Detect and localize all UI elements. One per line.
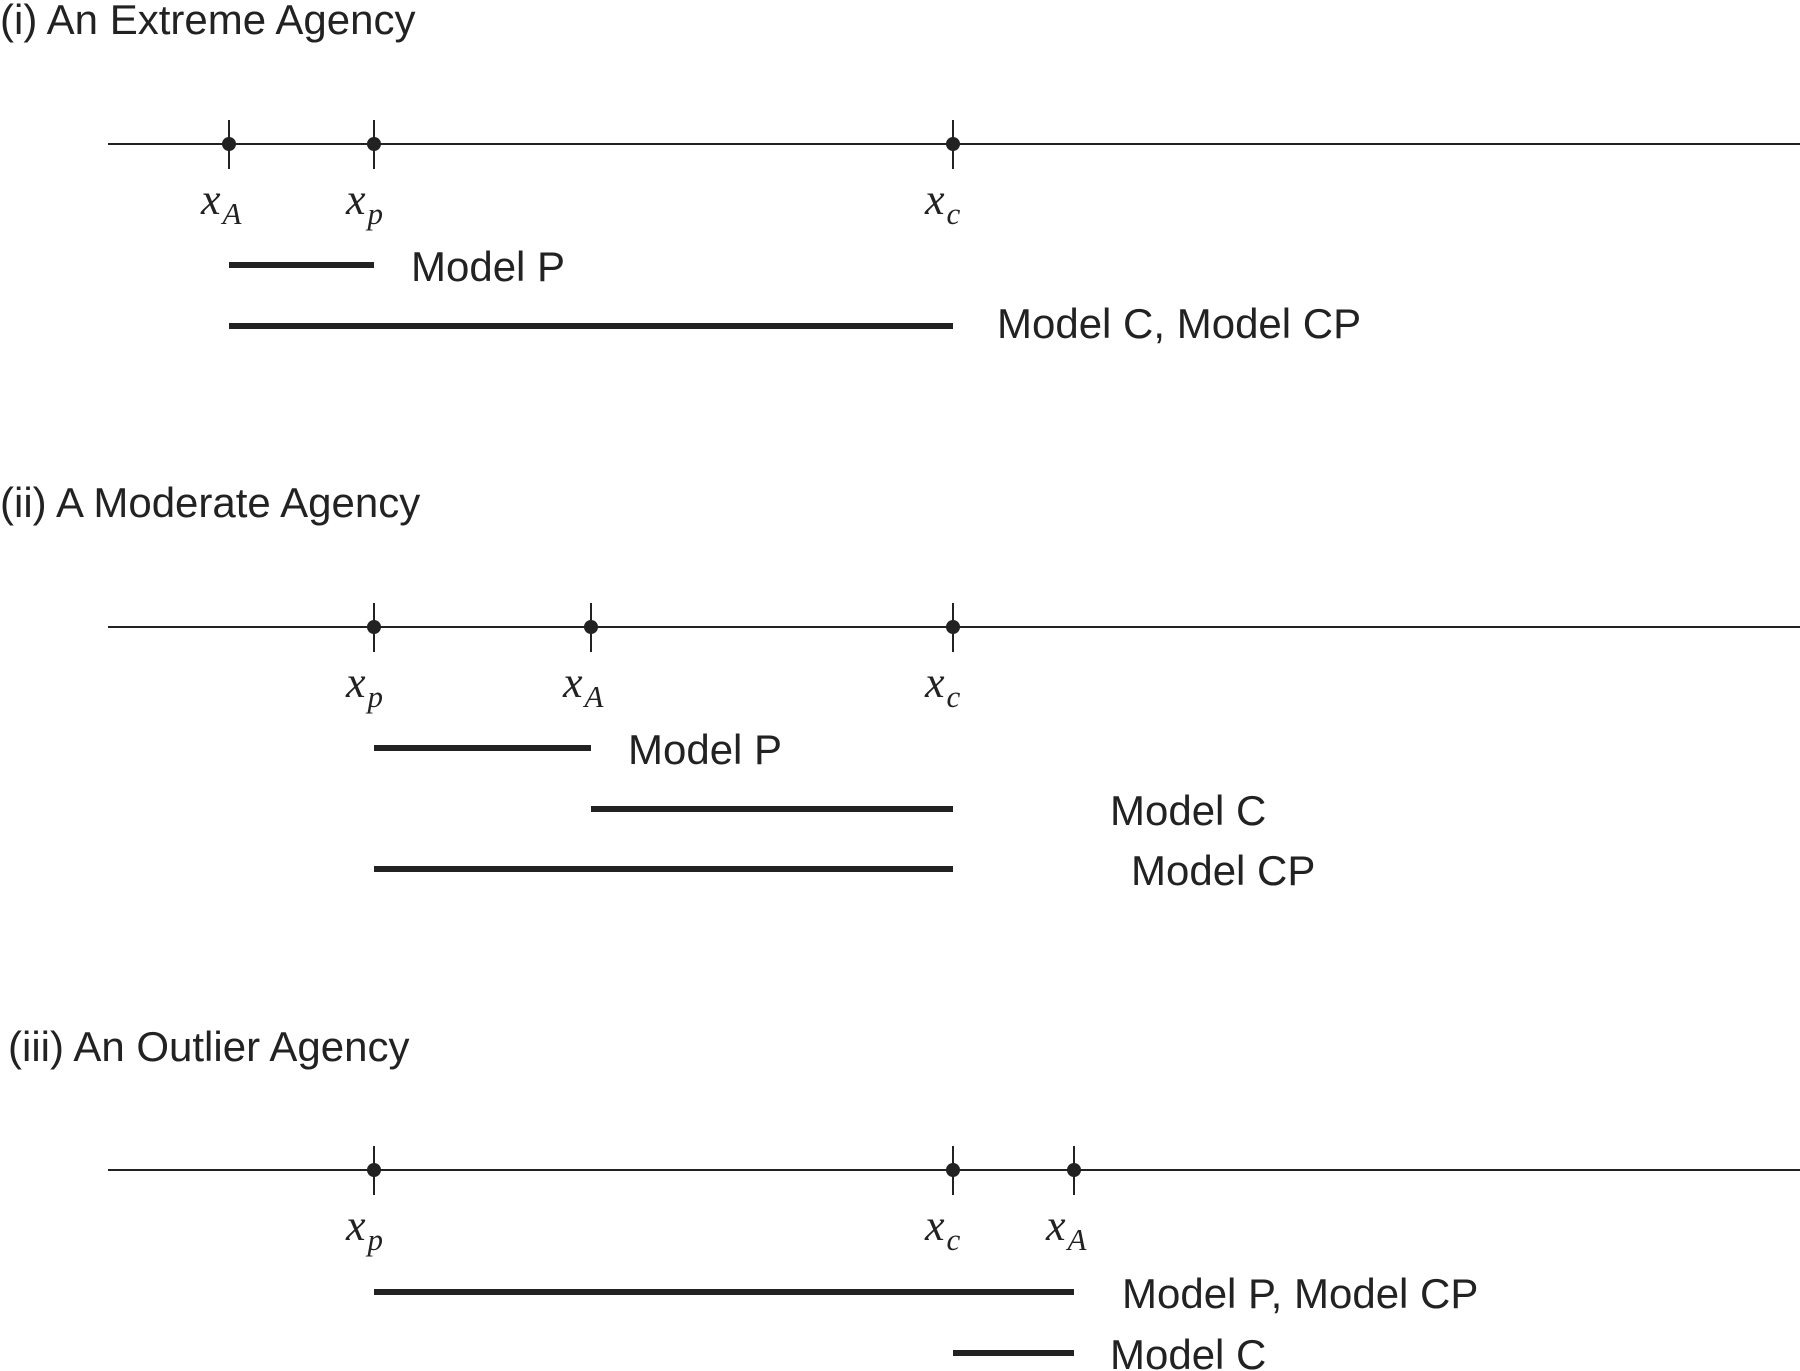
model-range-label: Model CP <box>1131 847 1315 894</box>
point-x-c: xc <box>924 1146 961 1257</box>
point-x-p: xp <box>345 1146 383 1257</box>
model-range-label: Model P <box>628 726 782 773</box>
point-label-base: x <box>924 1201 945 1250</box>
point-label-subscript: p <box>366 196 384 231</box>
point-marker <box>222 137 236 151</box>
point-x-c: xc <box>924 603 961 714</box>
point-marker <box>584 620 598 634</box>
point-label-base: x <box>345 1201 366 1250</box>
panel-title: (i) An Extreme Agency <box>0 0 416 43</box>
point-marker <box>367 1163 381 1177</box>
point-label: xp <box>345 175 383 231</box>
model-range: Model CP <box>374 847 1315 894</box>
model-range-label: Model C, Model CP <box>997 300 1361 347</box>
point-x-c: xc <box>924 120 961 231</box>
point-label-subscript: A <box>221 196 243 231</box>
point-label-base: x <box>1045 1201 1066 1250</box>
point-marker <box>367 137 381 151</box>
model-range-label: Model C <box>1110 1331 1266 1371</box>
point-x-p: xp <box>345 603 383 714</box>
point-label-subscript: A <box>1066 1222 1088 1257</box>
point-x-A: xA <box>200 120 243 231</box>
point-label: xc <box>924 175 961 231</box>
point-label-base: x <box>200 175 221 224</box>
model-range-label: Model C <box>1110 787 1266 834</box>
point-marker <box>1067 1163 1081 1177</box>
point-marker <box>946 137 960 151</box>
point-label-subscript: p <box>366 1222 384 1257</box>
panel-title: (ii) A Moderate Agency <box>0 479 420 526</box>
point-label-subscript: A <box>583 679 605 714</box>
point-label: xA <box>1045 1201 1088 1257</box>
point-label-subscript: c <box>947 679 961 714</box>
point-label-base: x <box>345 658 366 707</box>
point-label: xA <box>200 175 243 231</box>
model-range: Model P <box>374 726 782 773</box>
point-label-subscript: p <box>366 679 384 714</box>
point-label: xp <box>345 658 383 714</box>
point-label-subscript: c <box>947 1222 961 1257</box>
point-label-base: x <box>924 658 945 707</box>
model-range: Model P, Model CP <box>374 1270 1478 1317</box>
point-label: xA <box>562 658 605 714</box>
point-label: xc <box>924 1201 961 1257</box>
point-label-subscript: c <box>947 196 961 231</box>
panel-title: (iii) An Outlier Agency <box>8 1023 410 1070</box>
point-x-A: xA <box>1045 1146 1088 1257</box>
point-x-p: xp <box>345 120 383 231</box>
model-range: Model C, Model CP <box>229 300 1361 347</box>
model-range: Model C <box>591 787 1266 834</box>
point-x-A: xA <box>562 603 605 714</box>
point-label: xp <box>345 1201 383 1257</box>
point-marker <box>946 1163 960 1177</box>
model-range-label: Model P, Model CP <box>1122 1270 1478 1317</box>
point-marker <box>946 620 960 634</box>
point-label: xc <box>924 658 961 714</box>
point-label-base: x <box>562 658 583 707</box>
point-label-base: x <box>924 175 945 224</box>
point-label-base: x <box>345 175 366 224</box>
model-range: Model C <box>953 1331 1266 1371</box>
point-marker <box>367 620 381 634</box>
model-range-label: Model P <box>411 243 565 290</box>
model-range: Model P <box>229 243 565 290</box>
